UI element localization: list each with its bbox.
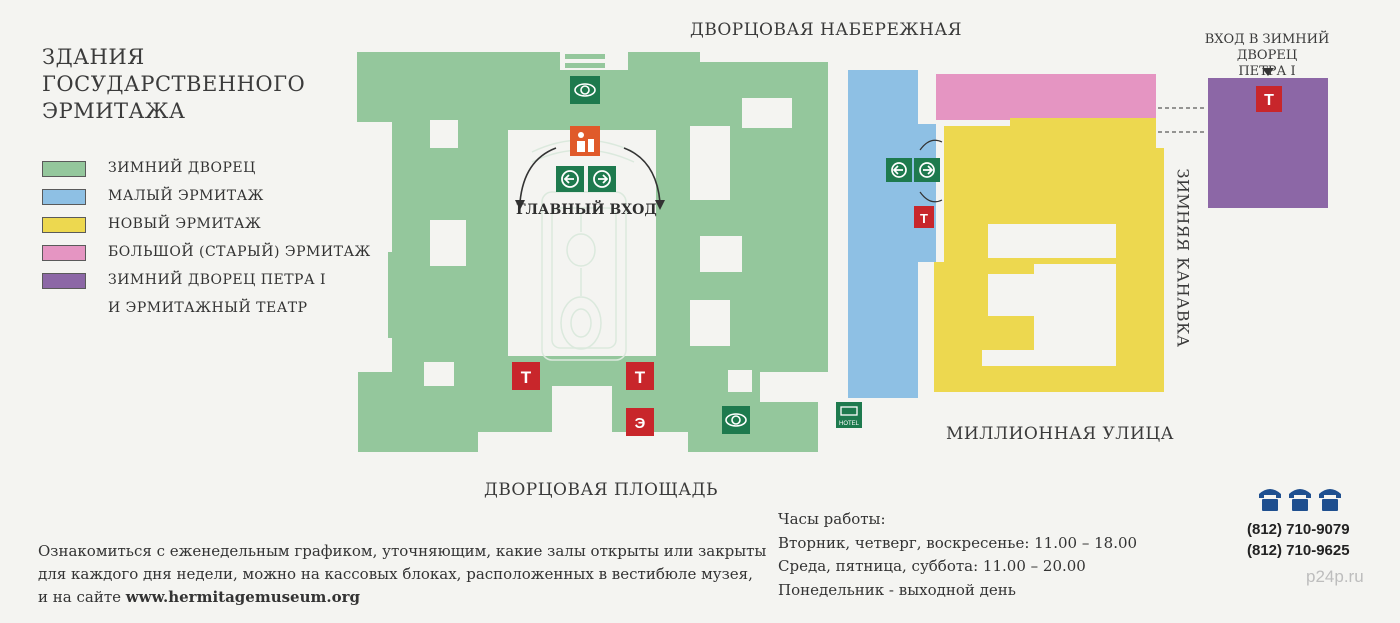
telephone-icons bbox=[1259, 489, 1341, 511]
escalator-icon: Э bbox=[626, 408, 654, 436]
schedule-notice: Ознакомиться с еженедельным графиком, ут… bbox=[38, 540, 766, 609]
toilet-letter: Т bbox=[521, 368, 532, 387]
phone-number[interactable]: (812) 710-9079 bbox=[1247, 521, 1350, 538]
passage-connectors bbox=[1158, 107, 1206, 133]
legend-title: ЗДАНИЯ ГОСУДАРСТВЕННОГО ЭРМИТАЖА bbox=[42, 45, 306, 123]
arrow-right-head-icon bbox=[655, 200, 665, 210]
toilet-icon-east: Т bbox=[626, 362, 654, 390]
information-icon bbox=[570, 126, 600, 156]
legend-swatch bbox=[42, 217, 86, 233]
building-new-hermitage bbox=[934, 118, 1164, 392]
side-entrance-arrows bbox=[919, 139, 943, 203]
website-link[interactable]: www.hermitagemuseum.org bbox=[125, 588, 360, 606]
toilet-letter: Т bbox=[920, 211, 928, 226]
legend-label: ЗИМНИЙ ДВОРЕЦ bbox=[108, 160, 256, 176]
building-large-hermitage bbox=[936, 74, 1156, 128]
main-entrance-label: ГЛАВНЫЙ ВХОД bbox=[516, 202, 657, 218]
notice-prefix: и на сайте bbox=[38, 588, 126, 606]
phone-numbers: (812) 710-9079 (812) 710-9625 bbox=[1247, 519, 1350, 561]
toilet-letter: Т bbox=[635, 368, 646, 387]
entrance-exit-icon-small-hermitage bbox=[886, 158, 940, 182]
notice-line: Ознакомиться с еженедельным графиком, ут… bbox=[38, 542, 767, 560]
entrance-exit-icon bbox=[556, 166, 616, 192]
main-gate-pillars bbox=[560, 398, 602, 430]
hours-line: Вторник, четверг, воскресенье: 11.00 – 1… bbox=[778, 533, 1138, 552]
notice-line: для каждого дня недели, можно на кассовы… bbox=[38, 565, 753, 583]
phone-number[interactable]: (812) 710-9625 bbox=[1247, 542, 1350, 559]
legend-label: ЗИМНИЙ ДВОРЕЦ ПЕТРА I bbox=[108, 272, 327, 288]
toilet-icon-west: Т bbox=[512, 362, 540, 390]
toilet-letter: Т bbox=[1264, 92, 1274, 109]
hours-line: Понедельник - выходной день bbox=[778, 580, 1016, 599]
street-label-winter-canal: ЗИМНЯЯ КАНАВКА bbox=[1173, 168, 1193, 348]
cloakroom-icon-south bbox=[722, 406, 750, 434]
legend-label: И ЭРМИТАЖНЫЙ ТЕАТР bbox=[108, 300, 308, 316]
legend-swatch bbox=[42, 161, 86, 177]
toilet-icon-peter-palace: Т bbox=[1256, 86, 1282, 112]
arrow-left-head-icon bbox=[515, 200, 525, 210]
hours-title: Часы работы: bbox=[778, 510, 886, 528]
hotel-icon: HOTEL bbox=[836, 402, 862, 428]
main-entrance-arrows bbox=[519, 147, 661, 203]
legend-label: МАЛЫЙ ЭРМИТАЖ bbox=[108, 188, 264, 204]
entrance-arrow-icon bbox=[1262, 68, 1274, 76]
telephone-icon bbox=[1289, 489, 1311, 511]
opening-hours: Часы работы: Вторник, четверг, воскресен… bbox=[778, 508, 1137, 602]
legend-swatch bbox=[42, 189, 86, 205]
legend-swatch bbox=[42, 245, 86, 261]
watermark: p24p.ru bbox=[1306, 567, 1364, 586]
street-label-embankment: ДВОРЦОВАЯ НАБЕРЕЖНАЯ bbox=[690, 20, 962, 40]
telephone-icon bbox=[1319, 489, 1341, 511]
legend-label: БОЛЬШОЙ (СТАРЫЙ) ЭРМИТАЖ bbox=[108, 244, 371, 260]
hours-line: Среда, пятница, суббота: 11.00 – 20.00 bbox=[778, 557, 1086, 575]
legend-label: НОВЫЙ ЭРМИТАЖ bbox=[108, 216, 262, 232]
peter-palace-entrance-label: ВХОД В ЗИМНИЙ ДВОРЕЦ ПЕТРА I bbox=[1204, 32, 1330, 79]
building-small-hermitage bbox=[848, 70, 936, 398]
notice-line: и на сайте www.hermitagemuseum.org bbox=[38, 586, 766, 609]
building-winter-palace bbox=[357, 52, 828, 452]
legend-swatch bbox=[42, 273, 86, 289]
toilet-icon-small-hermitage: Т bbox=[914, 206, 934, 228]
cloakroom-icon bbox=[570, 76, 600, 104]
telephone-icon bbox=[1259, 489, 1281, 511]
street-label-square: ДВОРЦОВАЯ ПЛОЩАДЬ bbox=[484, 480, 718, 500]
street-label-millionnaya: МИЛЛИОННАЯ УЛИЦА bbox=[946, 424, 1175, 444]
escalator-letter: Э bbox=[635, 415, 646, 432]
hotel-label: HOTEL bbox=[839, 421, 860, 427]
